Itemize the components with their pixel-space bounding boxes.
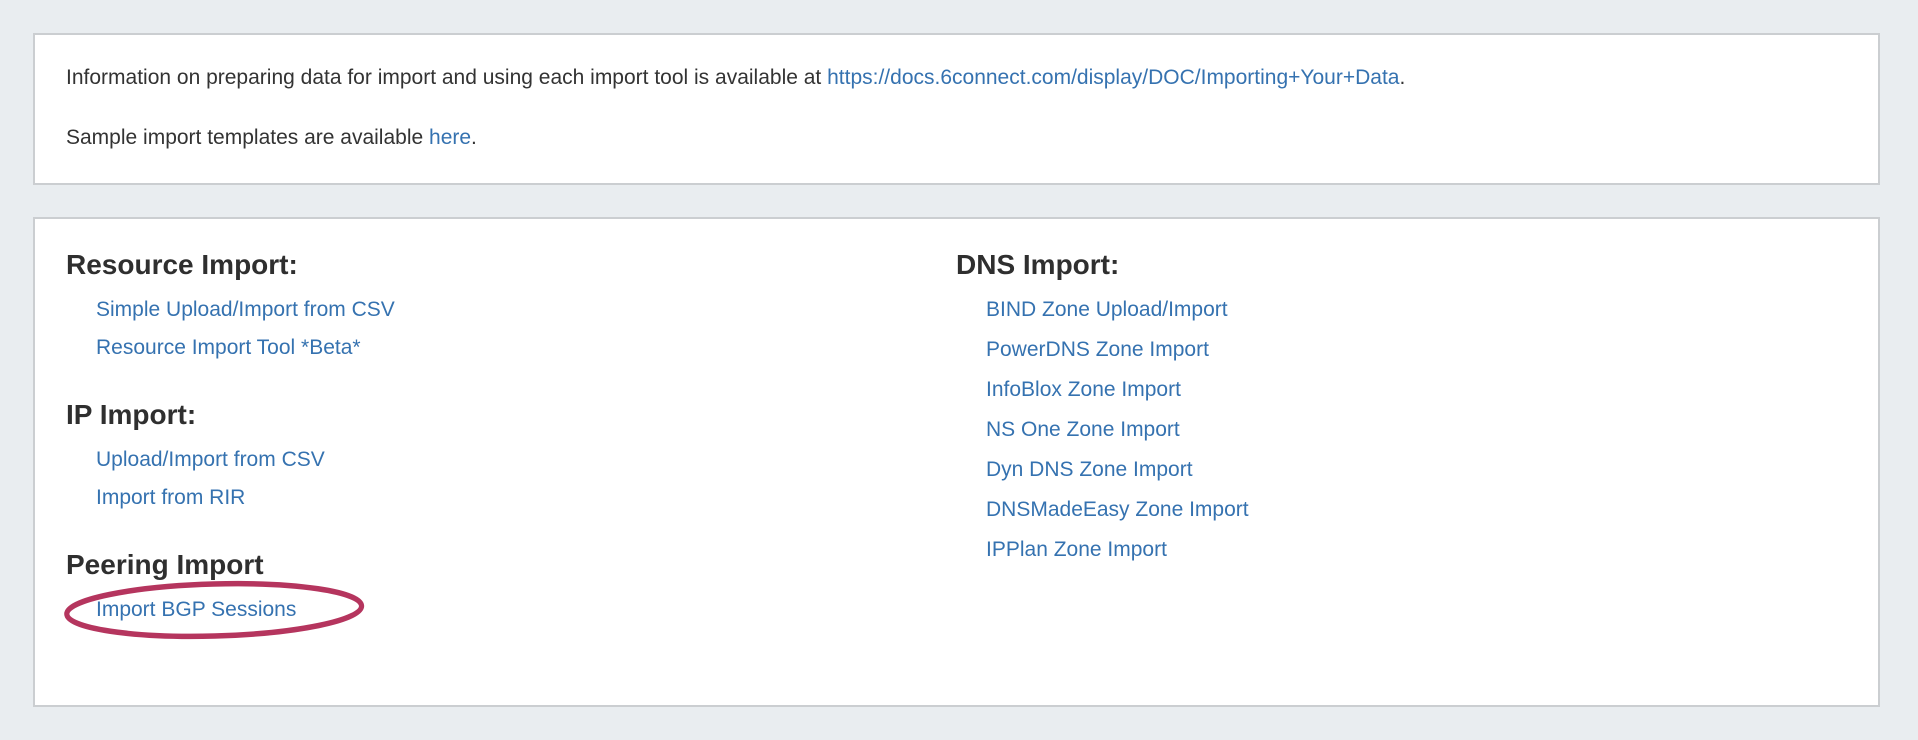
link-row: Upload/Import from CSV xyxy=(66,447,926,473)
info-line-templates-text: Sample import templates are available xyxy=(66,126,430,149)
info-line-templates-period: . xyxy=(471,126,477,149)
section-title-ip-import: IP Import: xyxy=(66,399,197,430)
section-title-peering-import: Peering Import xyxy=(66,549,264,580)
link-row: Simple Upload/Import from CSV xyxy=(66,297,926,323)
link-ipplan-zone-import[interactable]: IPPlan Zone Import xyxy=(986,538,1167,561)
circled-link-wrap: Import BGP Sessions xyxy=(64,580,365,640)
link-row: InfoBlox Zone Import xyxy=(956,377,1816,403)
link-bind-zone-upload-import[interactable]: BIND Zone Upload/Import xyxy=(986,298,1228,321)
link-row: Import from RIR xyxy=(66,485,926,511)
import-column-left: Resource Import: Simple Upload/Import fr… xyxy=(64,219,926,640)
info-line-docs-text: Information on preparing data for import… xyxy=(66,66,828,89)
link-ns-one-zone-import[interactable]: NS One Zone Import xyxy=(986,418,1180,441)
templates-here-link[interactable]: here xyxy=(429,126,472,149)
link-infoblox-zone-import[interactable]: InfoBlox Zone Import xyxy=(986,378,1181,401)
section-peering-import: Peering Import Import BGP Sessions xyxy=(64,549,926,640)
info-panel: Information on preparing data for import… xyxy=(33,33,1880,185)
link-row: DNSMadeEasy Zone Import xyxy=(956,497,1816,523)
link-row: BIND Zone Upload/Import xyxy=(956,297,1816,323)
info-line-templates: Sample import templates are available he… xyxy=(66,125,1848,151)
info-line-docs: Information on preparing data for import… xyxy=(66,65,1848,91)
link-import-from-rir[interactable]: Import from RIR xyxy=(96,486,246,509)
section-title-dns-import: DNS Import: xyxy=(956,249,1120,280)
link-row: IPPlan Zone Import xyxy=(956,537,1816,563)
docs-url-link[interactable]: https://docs.6connect.com/display/DOC/Im… xyxy=(827,66,1400,89)
link-dnsmadeeasy-zone-import[interactable]: DNSMadeEasy Zone Import xyxy=(986,498,1249,521)
link-row: NS One Zone Import xyxy=(956,417,1816,443)
link-row: PowerDNS Zone Import xyxy=(956,337,1816,363)
import-tools-panel: Resource Import: Simple Upload/Import fr… xyxy=(33,217,1880,707)
link-row: Import BGP Sessions xyxy=(64,580,926,640)
link-row: Dyn DNS Zone Import xyxy=(956,457,1816,483)
section-ip-import: IP Import: Upload/Import from CSV Import… xyxy=(66,399,926,511)
link-powerdns-zone-import[interactable]: PowerDNS Zone Import xyxy=(986,338,1209,361)
link-simple-upload-import-csv[interactable]: Simple Upload/Import from CSV xyxy=(96,298,395,321)
link-dyn-dns-zone-import[interactable]: Dyn DNS Zone Import xyxy=(986,458,1193,481)
section-dns-import: DNS Import: BIND Zone Upload/Import Powe… xyxy=(956,249,1816,563)
section-resource-import: Resource Import: Simple Upload/Import fr… xyxy=(66,249,926,361)
link-import-bgp-sessions[interactable]: Import BGP Sessions xyxy=(96,598,297,621)
link-resource-import-tool-beta[interactable]: Resource Import Tool *Beta* xyxy=(96,336,361,359)
section-title-resource-import: Resource Import: xyxy=(66,249,298,280)
info-line-docs-period: . xyxy=(1399,66,1406,89)
link-upload-import-csv[interactable]: Upload/Import from CSV xyxy=(96,448,325,471)
link-row: Resource Import Tool *Beta* xyxy=(66,335,926,361)
import-column-right: DNS Import: BIND Zone Upload/Import Powe… xyxy=(956,219,1816,577)
